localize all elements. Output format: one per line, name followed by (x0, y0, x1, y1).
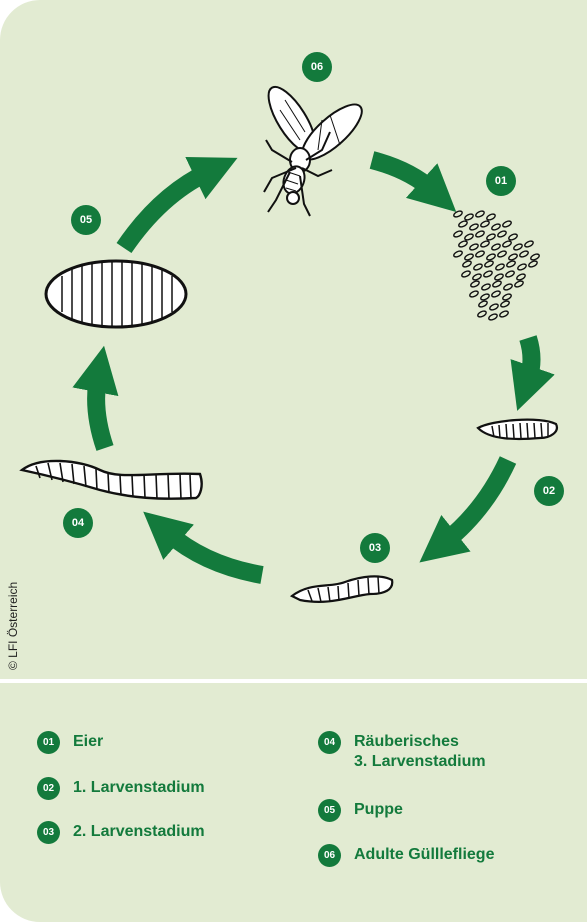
lifecycle-svg (0, 0, 587, 680)
copyright-credit: © LFI Österreich (6, 582, 20, 670)
egg (497, 250, 507, 258)
egg (516, 273, 526, 281)
egg (453, 210, 463, 218)
egg (502, 240, 512, 248)
legend-label-02: 1. Larvenstadium (73, 778, 205, 798)
egg (469, 290, 479, 298)
egg (470, 280, 480, 288)
egg (480, 293, 490, 301)
egg (491, 243, 501, 251)
legend-badge-04: 04 (318, 731, 341, 754)
legend: 01 Eier 02 1. Larvenstadium 03 2. Larven… (0, 690, 587, 890)
egg (486, 213, 496, 221)
pupa-icon (46, 261, 186, 327)
stage-badge-01: 01 (486, 166, 516, 196)
egg (528, 260, 538, 268)
egg (464, 213, 474, 221)
stage-badge-02: 02 (534, 476, 564, 506)
eggs-cluster-icon (453, 210, 540, 321)
egg (469, 223, 479, 231)
egg (464, 233, 474, 241)
egg (481, 283, 491, 291)
egg (505, 270, 515, 278)
egg (478, 300, 488, 308)
egg (530, 253, 540, 261)
legend-label-06: Adulte Gülllefliege (354, 845, 494, 865)
legend-item-04: 04 Räuberisches 3. Larvenstadium (318, 732, 486, 772)
legend-item-02: 02 1. Larvenstadium (37, 778, 205, 800)
egg (480, 240, 490, 248)
egg (508, 253, 518, 261)
legend-badge-03: 03 (37, 821, 60, 844)
legend-item-05: 05 Puppe (318, 800, 403, 822)
stage-badge-04: 04 (63, 508, 93, 538)
egg (475, 230, 485, 238)
egg (458, 220, 468, 228)
stage-badge-03: 03 (360, 533, 390, 563)
legend-item-01: 01 Eier (37, 732, 103, 754)
egg (491, 223, 501, 231)
egg (469, 243, 479, 251)
legend-badge-06: 06 (318, 844, 341, 867)
legend-item-03: 03 2. Larvenstadium (37, 822, 205, 844)
large-larva-icon (22, 461, 202, 499)
stage-badge-06: 06 (302, 52, 332, 82)
legend-label-05: Puppe (354, 800, 403, 820)
egg (462, 260, 472, 268)
egg (458, 240, 468, 248)
egg (491, 290, 501, 298)
legend-badge-05: 05 (318, 799, 341, 822)
egg (480, 220, 490, 228)
egg (500, 300, 510, 308)
egg (502, 293, 512, 301)
egg (519, 250, 529, 258)
stage-badge-05: 05 (71, 205, 101, 235)
egg (524, 240, 534, 248)
arrow-05-to-06 (124, 172, 208, 248)
egg (477, 310, 487, 318)
egg (483, 270, 493, 278)
egg (472, 273, 482, 281)
legend-label-01: Eier (73, 732, 103, 752)
adult-fly-icon (260, 80, 370, 216)
legend-badge-02: 02 (37, 777, 60, 800)
legend-item-06: 06 Adulte Gülllefliege (318, 845, 494, 867)
egg (486, 253, 496, 261)
egg (502, 220, 512, 228)
egg (514, 280, 524, 288)
egg (495, 263, 505, 271)
arrow-03-to-04 (168, 533, 262, 575)
legend-label-03: 2. Larvenstadium (73, 822, 205, 842)
egg (486, 233, 496, 241)
egg (484, 260, 494, 268)
small-larva-icon (478, 420, 557, 439)
arrow-06-to-01 (372, 160, 432, 190)
arrow-01-to-02 (528, 338, 532, 380)
egg (508, 233, 518, 241)
egg (473, 263, 483, 271)
egg (513, 243, 523, 251)
legend-badge-01: 01 (37, 731, 60, 754)
arrow-02-to-03 (445, 460, 508, 542)
egg (497, 230, 507, 238)
medium-larva-icon (292, 576, 392, 602)
egg (506, 260, 516, 268)
egg (464, 253, 474, 261)
egg (475, 210, 485, 218)
egg (517, 263, 527, 271)
egg (453, 230, 463, 238)
egg (489, 303, 499, 311)
egg (488, 313, 498, 321)
egg (453, 250, 463, 258)
egg (499, 310, 509, 318)
arrow-04-to-05 (96, 378, 105, 448)
lifecycle-diagram: 06 01 02 03 04 05 © LFI Österreich (0, 0, 587, 680)
egg (475, 250, 485, 258)
egg (494, 273, 504, 281)
egg (503, 283, 513, 291)
egg (492, 280, 502, 288)
legend-label-04: Räuberisches 3. Larvenstadium (354, 732, 486, 772)
egg (461, 270, 471, 278)
